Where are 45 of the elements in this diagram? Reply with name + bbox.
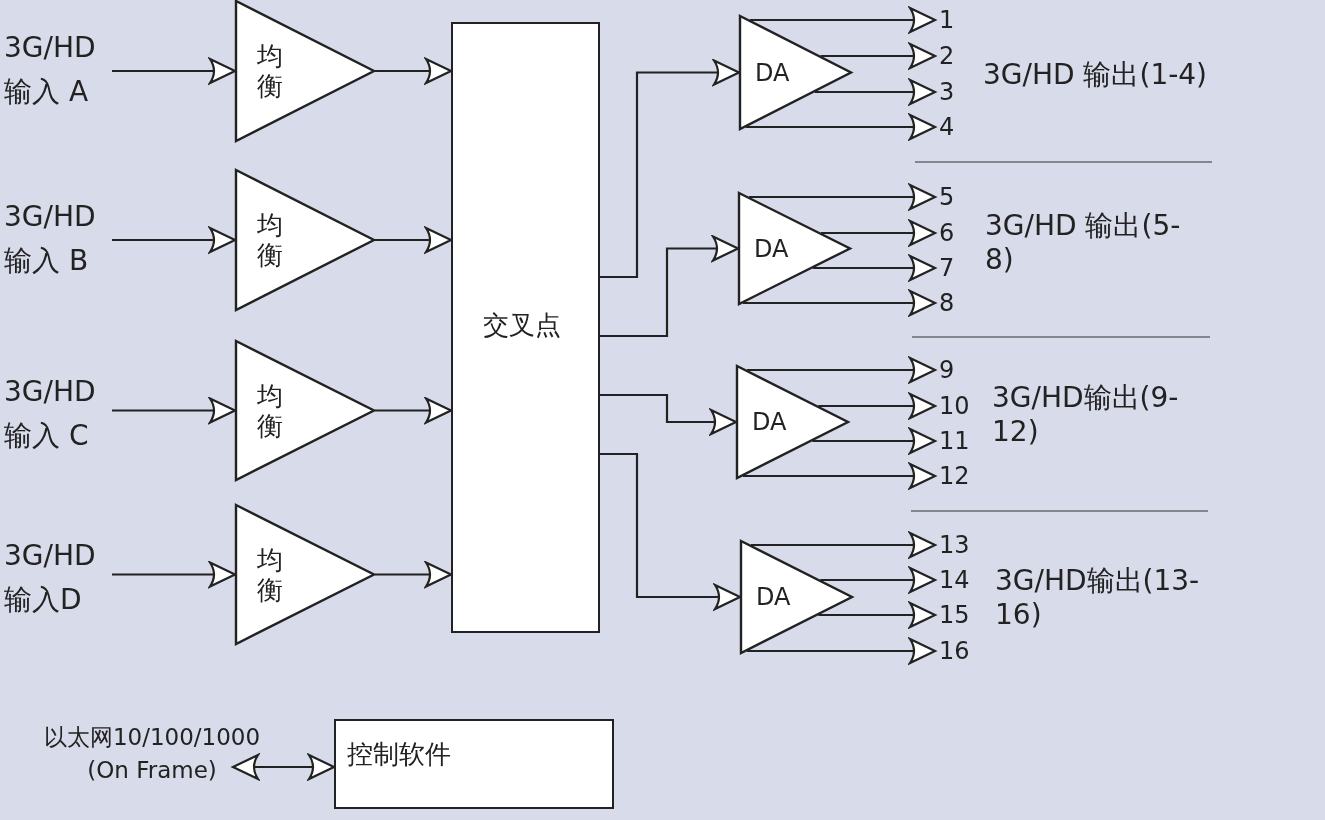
- output-group-label: 3G/HD 输出(1-4): [983, 58, 1209, 92]
- amplifier-label: DA: [752, 408, 787, 436]
- output-group-label: 3G/HD输出(9-12): [992, 381, 1180, 449]
- equalizer-label: 均衡: [257, 41, 284, 101]
- equalizer-label: 均衡: [257, 210, 284, 270]
- control-label: 控制软件: [347, 739, 451, 769]
- amplifier-label: DA: [755, 58, 790, 87]
- input-label: 3G/HD 输入 B: [4, 199, 97, 279]
- input-label: 3G/HD 输入D: [4, 538, 97, 618]
- ethernet-label: 以太网10/100/1000 (On Frame): [28, 721, 276, 789]
- output-group-label: 3G/HD输出(13-16): [995, 564, 1201, 632]
- output-number: 12: [935, 461, 977, 491]
- equalizer-triangle: [235, 169, 375, 311]
- output-number: 4: [935, 112, 977, 142]
- equalizer-triangle: [235, 0, 375, 142]
- output-number: 11: [935, 426, 977, 456]
- output-number: 16: [935, 636, 977, 666]
- output-number: 3: [935, 77, 977, 107]
- equalizer-label: 均衡: [257, 544, 284, 605]
- equalizer-triangle: [235, 504, 375, 645]
- amplifier-triangle: [740, 540, 853, 654]
- output-number: 7: [935, 253, 977, 283]
- equalizer-label: 均衡: [257, 380, 284, 441]
- output-number: 15: [935, 600, 977, 630]
- output-number: 1: [935, 5, 977, 35]
- output-number: 2: [935, 41, 977, 71]
- output-number: 14: [935, 565, 977, 595]
- equalizer-triangle: [235, 340, 375, 481]
- amplifier-triangle: [736, 365, 849, 479]
- input-label: 3G/HD 输入 C: [4, 374, 97, 454]
- output-number: 13: [935, 530, 977, 560]
- crosspoint-box: [451, 22, 600, 633]
- amplifier-label: DA: [754, 234, 789, 263]
- amplifier-label: DA: [756, 583, 791, 611]
- crosspoint-label: 交叉点: [483, 309, 561, 340]
- output-number: 9: [935, 355, 977, 385]
- output-number: 5: [935, 182, 977, 212]
- output-number: 10: [935, 391, 977, 421]
- output-number: 6: [935, 218, 977, 248]
- input-label: 3G/HD 输入 A: [4, 30, 97, 110]
- amplifier-triangle: [739, 15, 852, 130]
- output-group-label: 3G/HD 输出(5-8): [985, 209, 1182, 277]
- output-number: 8: [935, 288, 977, 318]
- control-box: [334, 719, 614, 809]
- amplifier-triangle: [738, 192, 851, 305]
